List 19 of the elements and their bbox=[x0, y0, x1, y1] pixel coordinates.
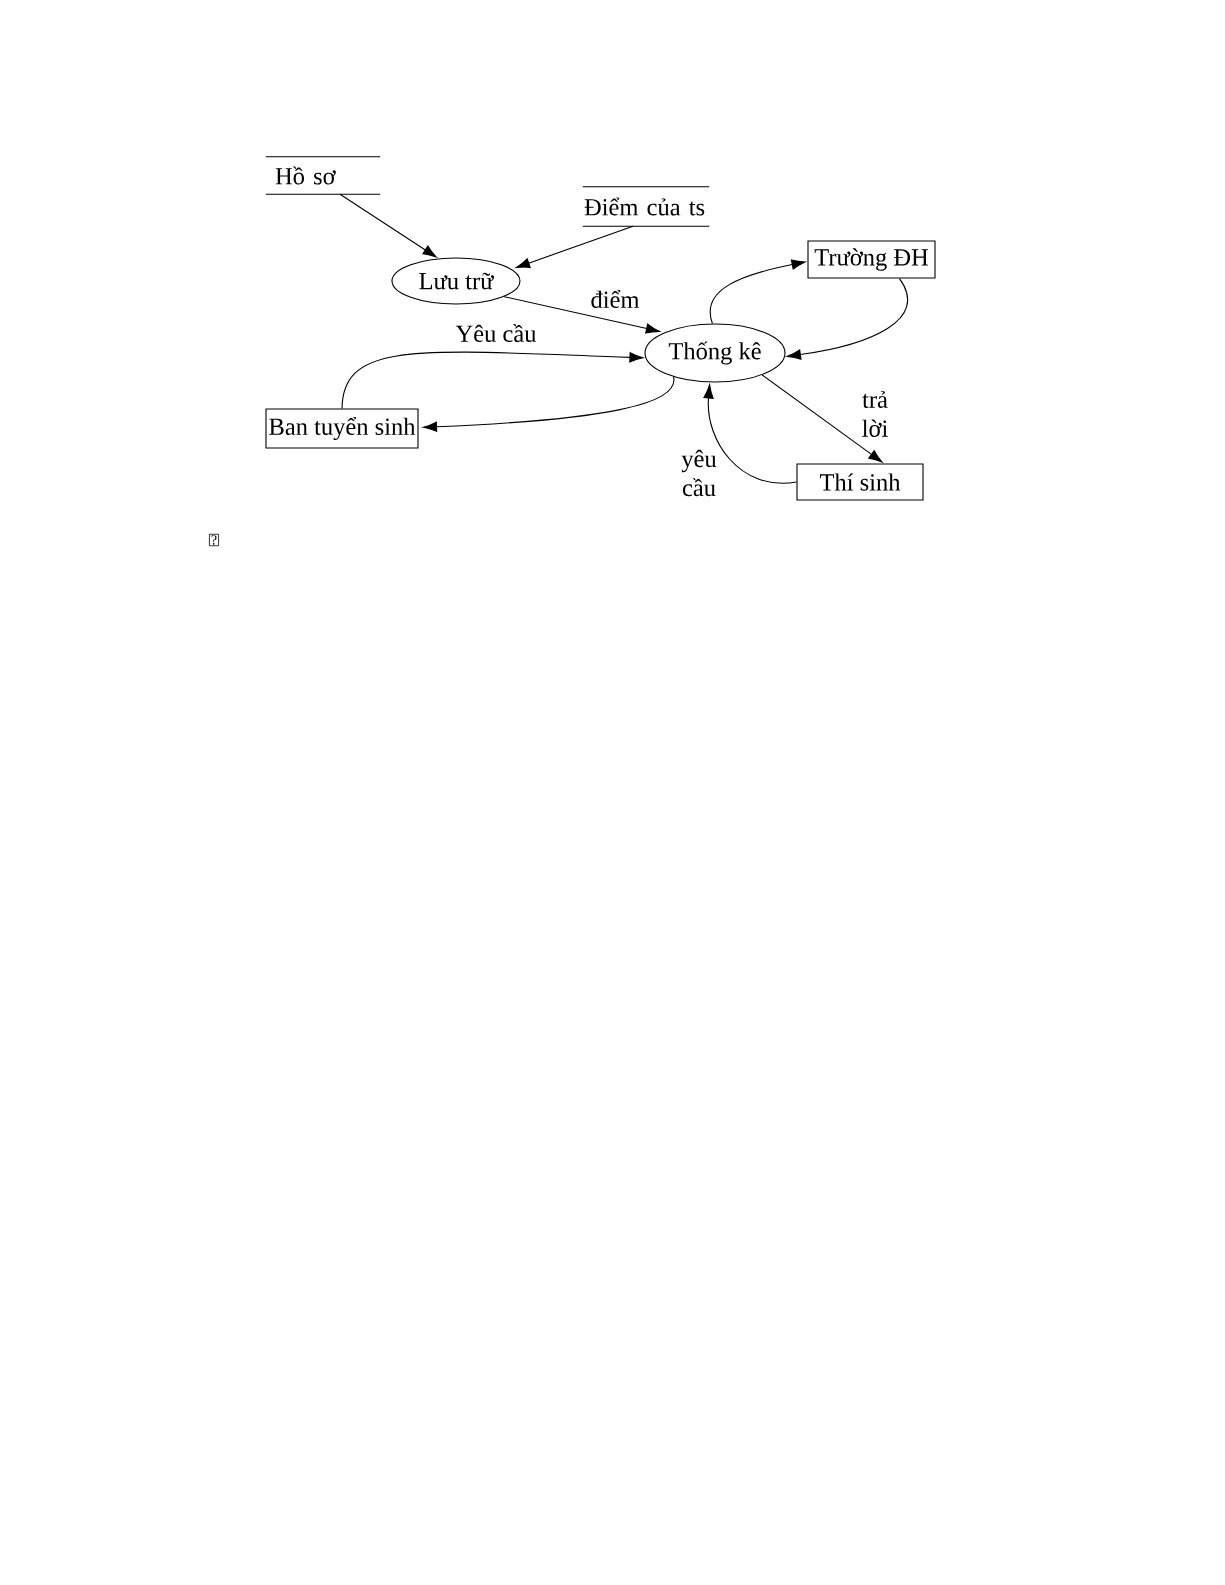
entity-box: Ban tuyển sinh bbox=[265, 408, 419, 449]
arrow bbox=[761, 374, 883, 463]
arrow bbox=[703, 384, 797, 484]
arrow bbox=[341, 351, 644, 409]
data-store: Hồ sơ bbox=[265, 156, 381, 195]
arrow bbox=[515, 225, 634, 269]
edge-label: điểm bbox=[589, 289, 641, 309]
arrow bbox=[709, 259, 806, 325]
arrow bbox=[503, 296, 660, 334]
arrow bbox=[339, 193, 437, 258]
arrow bbox=[422, 376, 675, 432]
data-store: Điểm của ts bbox=[582, 186, 710, 227]
entity-box: Trường ĐH bbox=[807, 240, 936, 279]
arrow bbox=[786, 278, 909, 360]
edge-label: trả lời bbox=[862, 391, 888, 437]
entity-box: Thí sinh bbox=[796, 463, 924, 501]
edge-label: Yêu cầu bbox=[454, 323, 538, 343]
missing-glyph: ? bbox=[209, 533, 219, 547]
edge-label: yêu cầu bbox=[681, 449, 717, 497]
